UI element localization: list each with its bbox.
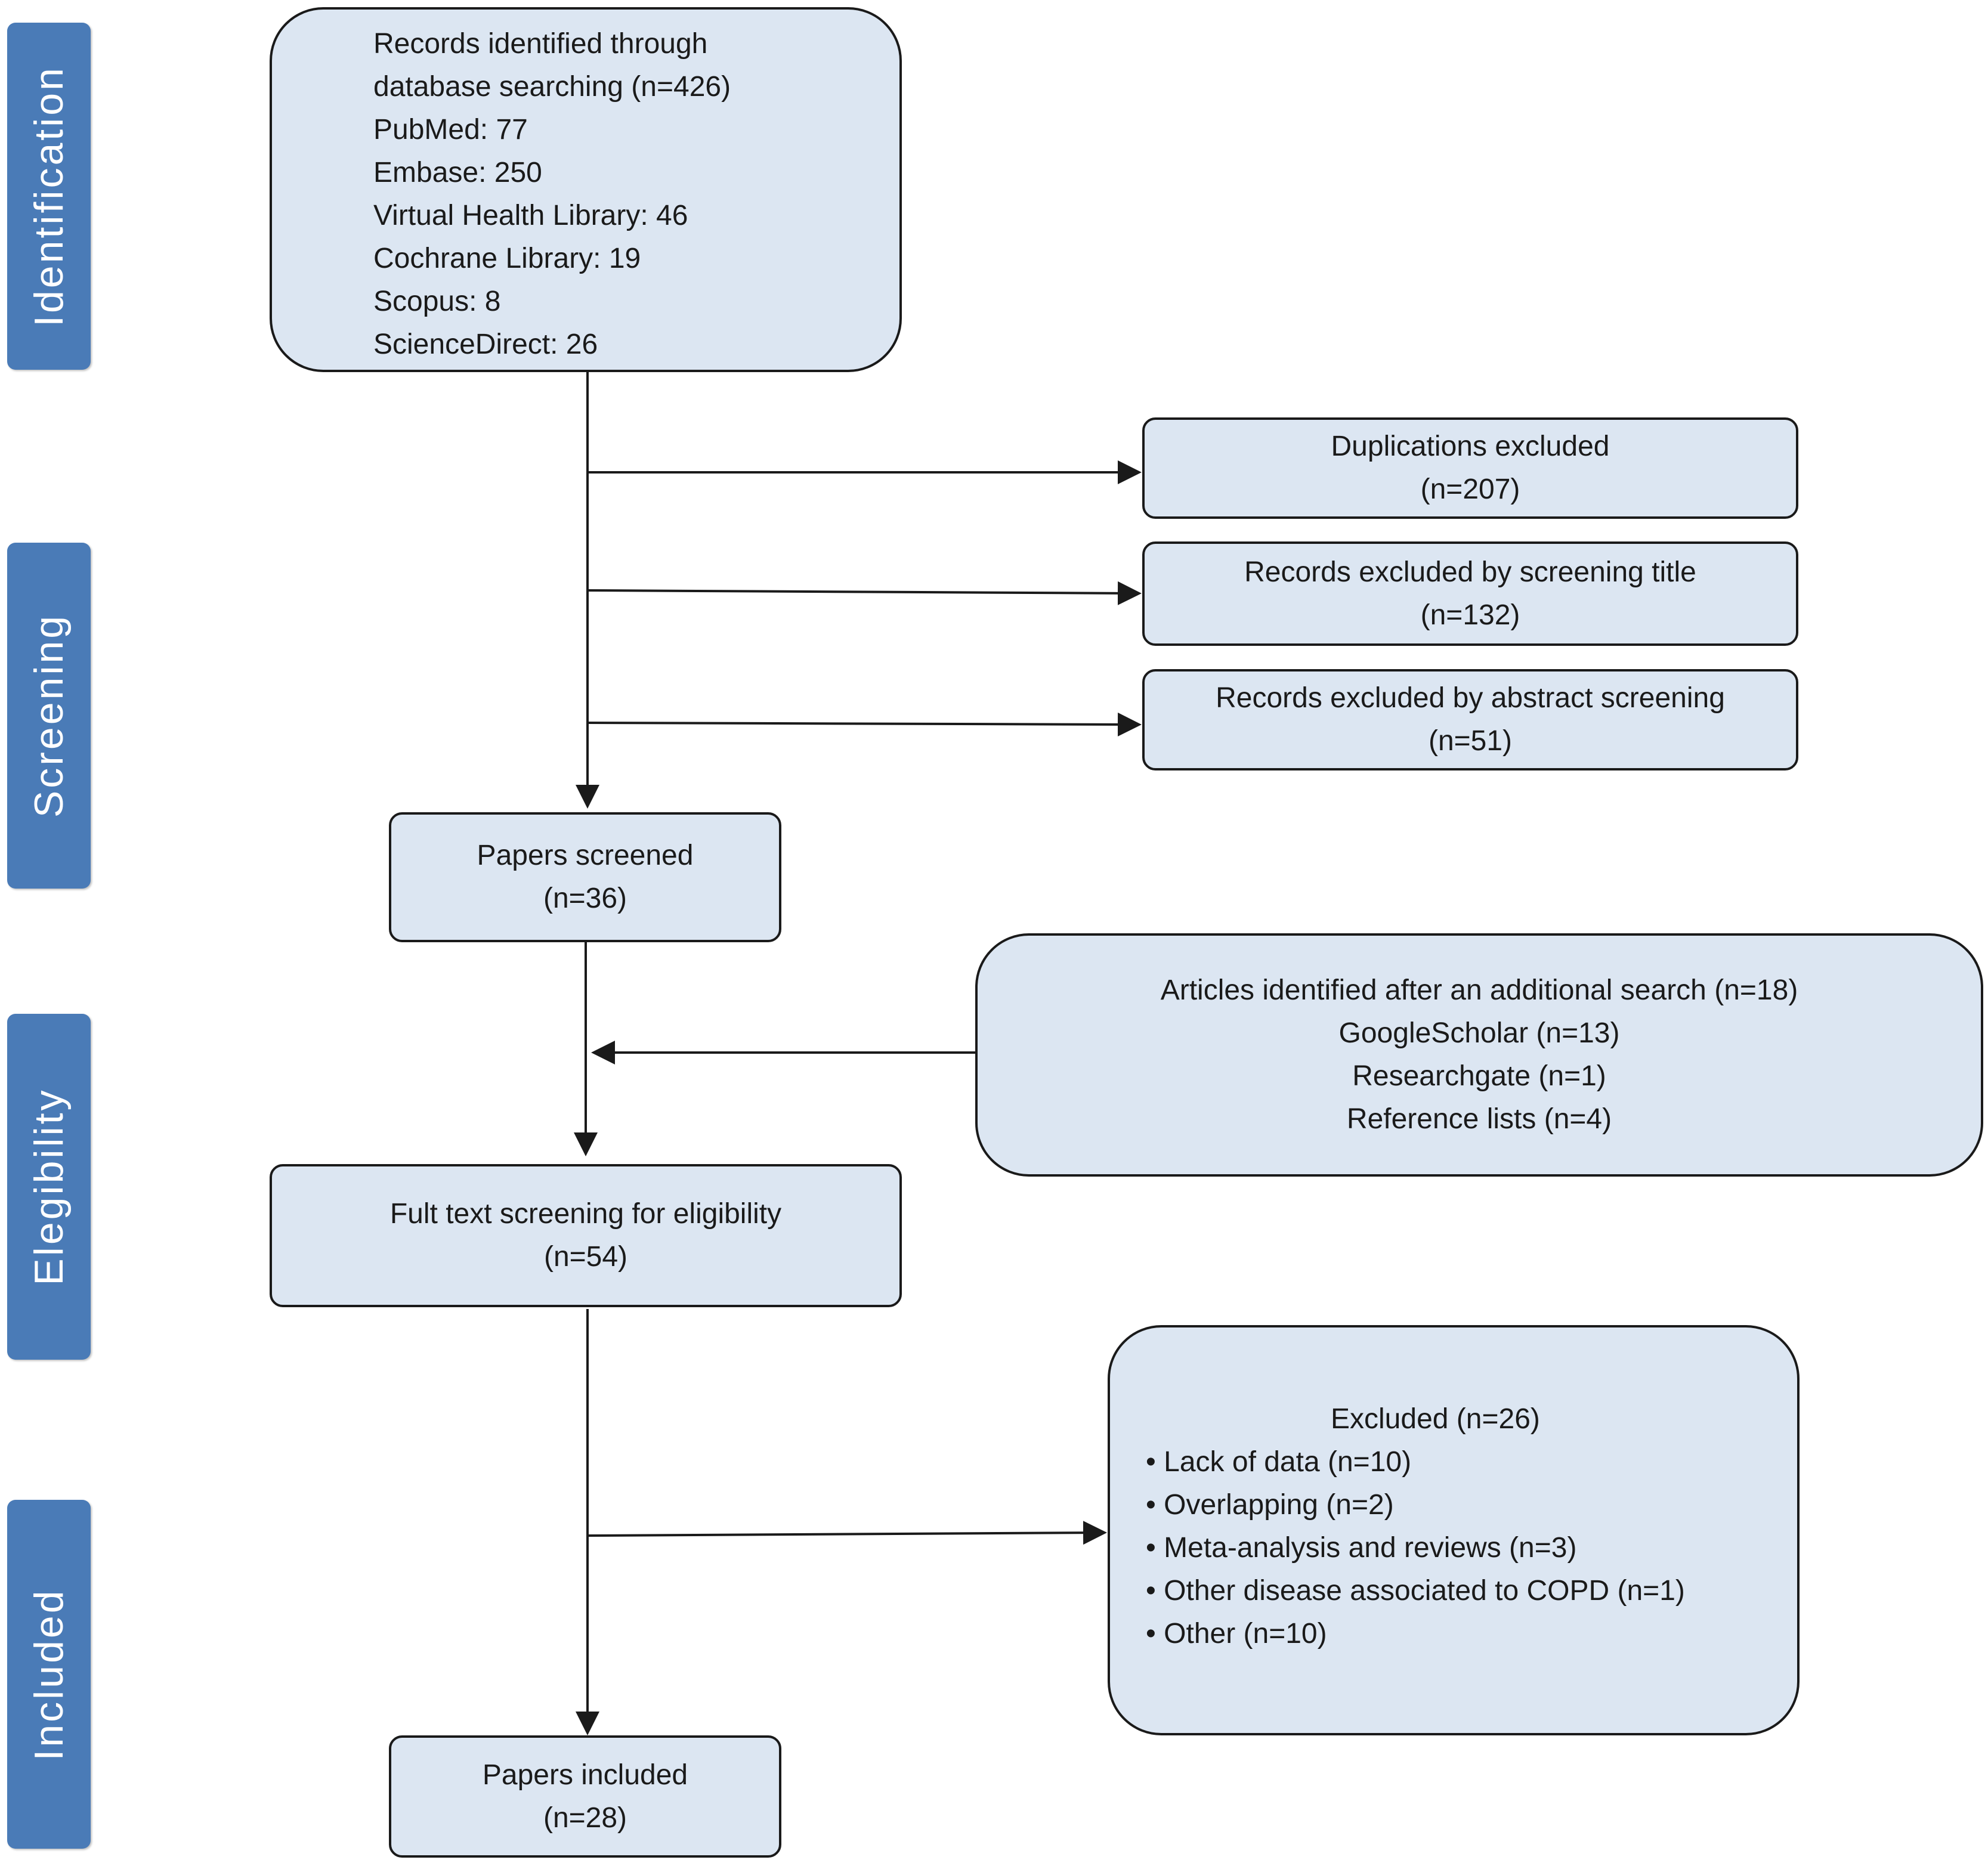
phase-screening: Screening: [7, 543, 91, 889]
full-text-screening-count: (n=54): [543, 1241, 628, 1273]
duplications-count: (n=207): [1420, 474, 1520, 505]
phase-eligibility: Elegibility: [7, 1014, 91, 1360]
excluded-title: Excluded (n=26): [1331, 1403, 1540, 1435]
phase-screening-label: Screening: [26, 613, 72, 818]
abstract-screening-title: Records excluded by abstract screening: [1216, 682, 1725, 714]
arrow-to-title-screening: [587, 581, 1142, 605]
source-scopus: Scopus: 8: [373, 286, 501, 317]
phase-included-label: Included: [26, 1587, 72, 1761]
source-cochrane-library: Cochrane Library: 19: [373, 243, 641, 274]
title-screening-box: Records excluded by screening title (n=1…: [1142, 541, 1798, 646]
excluded-other: • Other (n=10): [1146, 1618, 1327, 1650]
source-embase: Embase: 250: [373, 157, 542, 188]
additional-search-researchgate: Researchgate (n=1): [1352, 1060, 1606, 1092]
papers-screened-count: (n=36): [543, 883, 627, 914]
excluded-other-disease: • Other disease associated to COPD (n=1): [1146, 1575, 1685, 1607]
excluded-box: Excluded (n=26) • Lack of data (n=10) • …: [1108, 1325, 1800, 1735]
phase-identification-label: Identification: [26, 66, 72, 327]
excluded-lack-of-data: • Lack of data (n=10): [1146, 1446, 1412, 1478]
papers-included-count: (n=28): [543, 1802, 627, 1834]
papers-included-title: Papers included: [482, 1759, 688, 1791]
abstract-screening-count: (n=51): [1428, 725, 1513, 757]
additional-search-googlescholar: GoogleScholar (n=13): [1338, 1017, 1620, 1049]
abstract-screening-box: Records excluded by abstract screening (…: [1142, 669, 1798, 770]
arrow-to-abstract-screening: [587, 712, 1142, 736]
duplications-title: Duplications excluded: [1331, 431, 1610, 462]
phase-included: Included: [7, 1500, 91, 1849]
excluded-meta-analysis: • Meta-analysis and reviews (n=3): [1146, 1532, 1577, 1564]
identification-line-2: database searching (n=426): [373, 71, 731, 103]
source-sciencedirect: ScienceDirect: 26: [373, 329, 598, 360]
identification-line-1: Records identified through: [373, 28, 708, 60]
full-text-screening-title: Fult text screening for eligibility: [389, 1198, 782, 1230]
title-screening-title: Records excluded by screening title: [1244, 556, 1696, 588]
papers-included-box: Papers included (n=28): [389, 1735, 781, 1858]
additional-search-box: Articles identified after an additional …: [975, 933, 1983, 1177]
source-virtual-health-library: Virtual Health Library: 46: [373, 200, 688, 231]
duplications-box: Duplications excluded (n=207): [1142, 417, 1798, 519]
papers-screened-title: Papers screened: [477, 840, 694, 871]
additional-search-reference-lists: Reference lists (n=4): [1346, 1103, 1612, 1135]
additional-search-title: Articles identified after an additional …: [1160, 974, 1798, 1006]
arrow-to-excluded: [587, 1521, 1107, 1545]
papers-screened-box: Papers screened (n=36): [389, 812, 781, 942]
phase-eligibility-label: Elegibility: [26, 1088, 72, 1286]
source-pubmed: PubMed: 77: [373, 114, 528, 146]
title-screening-count: (n=132): [1420, 599, 1520, 631]
phase-identification: Identification: [7, 23, 91, 370]
excluded-overlapping: • Overlapping (n=2): [1146, 1489, 1394, 1521]
full-text-screening-box: Fult text screening for eligibility (n=5…: [270, 1164, 902, 1307]
identification-box: Records identified through database sear…: [270, 7, 902, 372]
